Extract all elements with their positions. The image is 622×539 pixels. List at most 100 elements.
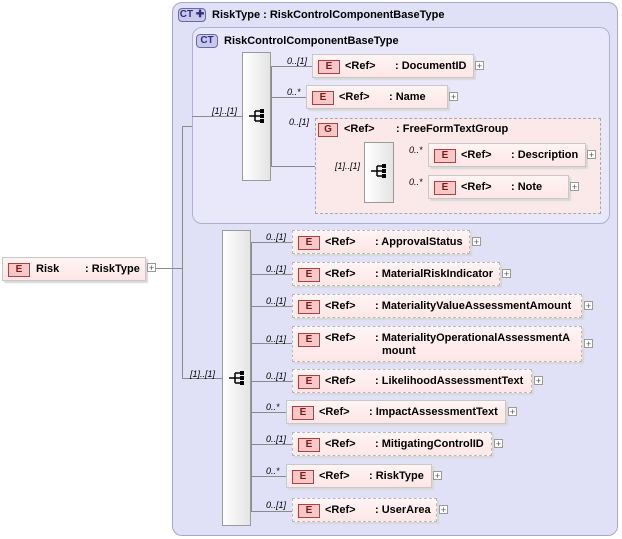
element-name-continued: mount	[382, 345, 416, 357]
expand-icon[interactable]: +	[584, 339, 593, 349]
note-element[interactable]: E <Ref> : Note	[428, 175, 569, 199]
element-name: : RiskType	[369, 470, 424, 482]
element-ref: <Ref>	[325, 375, 356, 387]
connector	[251, 274, 292, 275]
materialityvalueassessmentamount-element[interactable]: E <Ref> : MaterialityValueAssessmentAmou…	[292, 294, 582, 318]
description-element[interactable]: E <Ref> : Description	[428, 143, 586, 167]
expand-icon[interactable]: +	[147, 263, 156, 273]
sequence-icon	[248, 108, 266, 127]
multiplicity-label: 0..[1]	[266, 264, 287, 274]
connector	[271, 66, 272, 166]
element-name: : LikelihoodAssessmentText	[375, 375, 524, 387]
expand-icon[interactable]: +	[570, 182, 579, 192]
impactassessmenttext-element[interactable]: E <Ref> : ImpactAssessmentText	[286, 400, 506, 424]
expand-icon[interactable]: +	[475, 61, 484, 71]
element-ref: <Ref>	[319, 406, 350, 418]
element-ref: <Ref>	[339, 91, 370, 103]
multiplicity-label: 0..*	[266, 402, 280, 412]
element-badge: E	[8, 263, 30, 277]
element-ref: <Ref>	[325, 236, 356, 248]
expand-icon[interactable]: +	[449, 92, 458, 102]
multiplicity-label: 0..[1]	[266, 434, 287, 444]
expand-icon[interactable]: +	[508, 407, 517, 417]
element-badge: E	[292, 406, 314, 420]
element-ref: <Ref>	[325, 332, 356, 344]
expand-icon[interactable]: +	[494, 439, 503, 449]
expand-icon[interactable]: +	[502, 269, 511, 279]
element-name: : ApprovalStatus	[375, 236, 463, 248]
element-name: : DocumentID	[395, 60, 467, 72]
userarea-element[interactable]: E <Ref> : UserArea	[292, 498, 437, 522]
documentid-element[interactable]: E <Ref> : DocumentID	[312, 54, 474, 78]
mitigatingcontrolid-element[interactable]: E <Ref> : MitigatingControlID	[292, 432, 492, 456]
element-name: Risk	[36, 263, 60, 275]
connector	[182, 126, 192, 127]
connector	[192, 116, 242, 117]
expand-icon[interactable]: +	[587, 150, 596, 160]
element-ref: <Ref>	[345, 60, 376, 72]
likelihoodassessmenttext-element[interactable]: E <Ref> : LikelihoodAssessmentText	[292, 369, 532, 393]
multiplicity-label: [1]..[1]	[190, 369, 216, 379]
risktype-title: RiskType : RiskControlComponentBaseType	[212, 9, 445, 21]
element-badge: E	[298, 268, 320, 282]
complex-type-badge: CT ✚	[178, 8, 206, 22]
element-badge: E	[298, 504, 320, 518]
connector	[147, 268, 182, 269]
element-name: : ImpactAssessmentText	[369, 406, 498, 418]
multiplicity-label: 0..[1]	[266, 371, 287, 381]
materialriskindicator-element[interactable]: E <Ref> : MaterialRiskIndicator	[292, 262, 500, 286]
multiplicity-label: 0..[1]	[266, 500, 287, 510]
connector	[251, 242, 252, 512]
connector	[271, 97, 306, 98]
element-badge: E	[434, 181, 456, 195]
expand-icon[interactable]: +	[534, 376, 543, 386]
materialityoperationalassessmentamount-element[interactable]: E <Ref> : MaterialityOperationalAssessme…	[292, 326, 582, 362]
approvalstatus-element[interactable]: E <Ref> : ApprovalStatus	[292, 230, 470, 254]
element-ref: <Ref>	[461, 149, 492, 161]
multiplicity-label: 0..[1]	[266, 232, 287, 242]
element-ref: <Ref>	[325, 268, 356, 280]
risk-element[interactable]: E Risk : RiskType	[2, 257, 146, 281]
multiplicity-label: 0..*	[266, 466, 280, 476]
connector	[251, 511, 292, 512]
connector	[251, 444, 292, 445]
risktype-element[interactable]: E <Ref> : RiskType	[286, 464, 432, 488]
element-ref: <Ref>	[325, 438, 356, 450]
group-badge: G	[318, 123, 338, 137]
multiplicity-label: [1]..[1]	[212, 106, 238, 116]
element-name: : MaterialityOperationalAssessmentA	[375, 332, 571, 344]
element-name: : MitigatingControlID	[375, 438, 484, 450]
connector	[251, 343, 292, 344]
connector	[251, 412, 286, 413]
expand-icon[interactable]: +	[472, 237, 481, 247]
sequence-icon	[228, 370, 246, 389]
element-badge: E	[318, 60, 340, 74]
connector	[271, 66, 312, 67]
expand-icon[interactable]: +	[433, 471, 442, 481]
sequence-compositor[interactable]	[364, 142, 394, 203]
connector	[251, 242, 292, 243]
element-badge: E	[298, 333, 320, 347]
group-name: : FreeFormTextGroup	[396, 123, 509, 135]
complex-type-badge: CT	[196, 34, 218, 48]
element-badge: E	[292, 470, 314, 484]
connector	[182, 126, 183, 379]
connector	[271, 166, 315, 167]
element-type: : RiskType	[85, 263, 140, 275]
expand-icon[interactable]: +	[439, 505, 448, 515]
plus-icon: ✚	[195, 9, 205, 20]
element-badge: E	[298, 300, 320, 314]
element-badge: E	[298, 438, 320, 452]
multiplicity-label: [1]..[1]	[335, 161, 361, 171]
expand-icon[interactable]: +	[584, 301, 593, 311]
element-ref: <Ref>	[325, 300, 356, 312]
complex-type-badge-label: CT	[200, 35, 214, 46]
element-name: : Name	[389, 91, 426, 103]
connector	[251, 306, 292, 307]
connector	[251, 476, 286, 477]
multiplicity-label: 0..*	[409, 177, 423, 187]
element-badge: E	[434, 149, 456, 163]
multiplicity-label: 0..[1]	[266, 296, 287, 306]
base-type-title: RiskControlComponentBaseType	[224, 35, 399, 47]
name-element[interactable]: E <Ref> : Name	[306, 85, 448, 109]
